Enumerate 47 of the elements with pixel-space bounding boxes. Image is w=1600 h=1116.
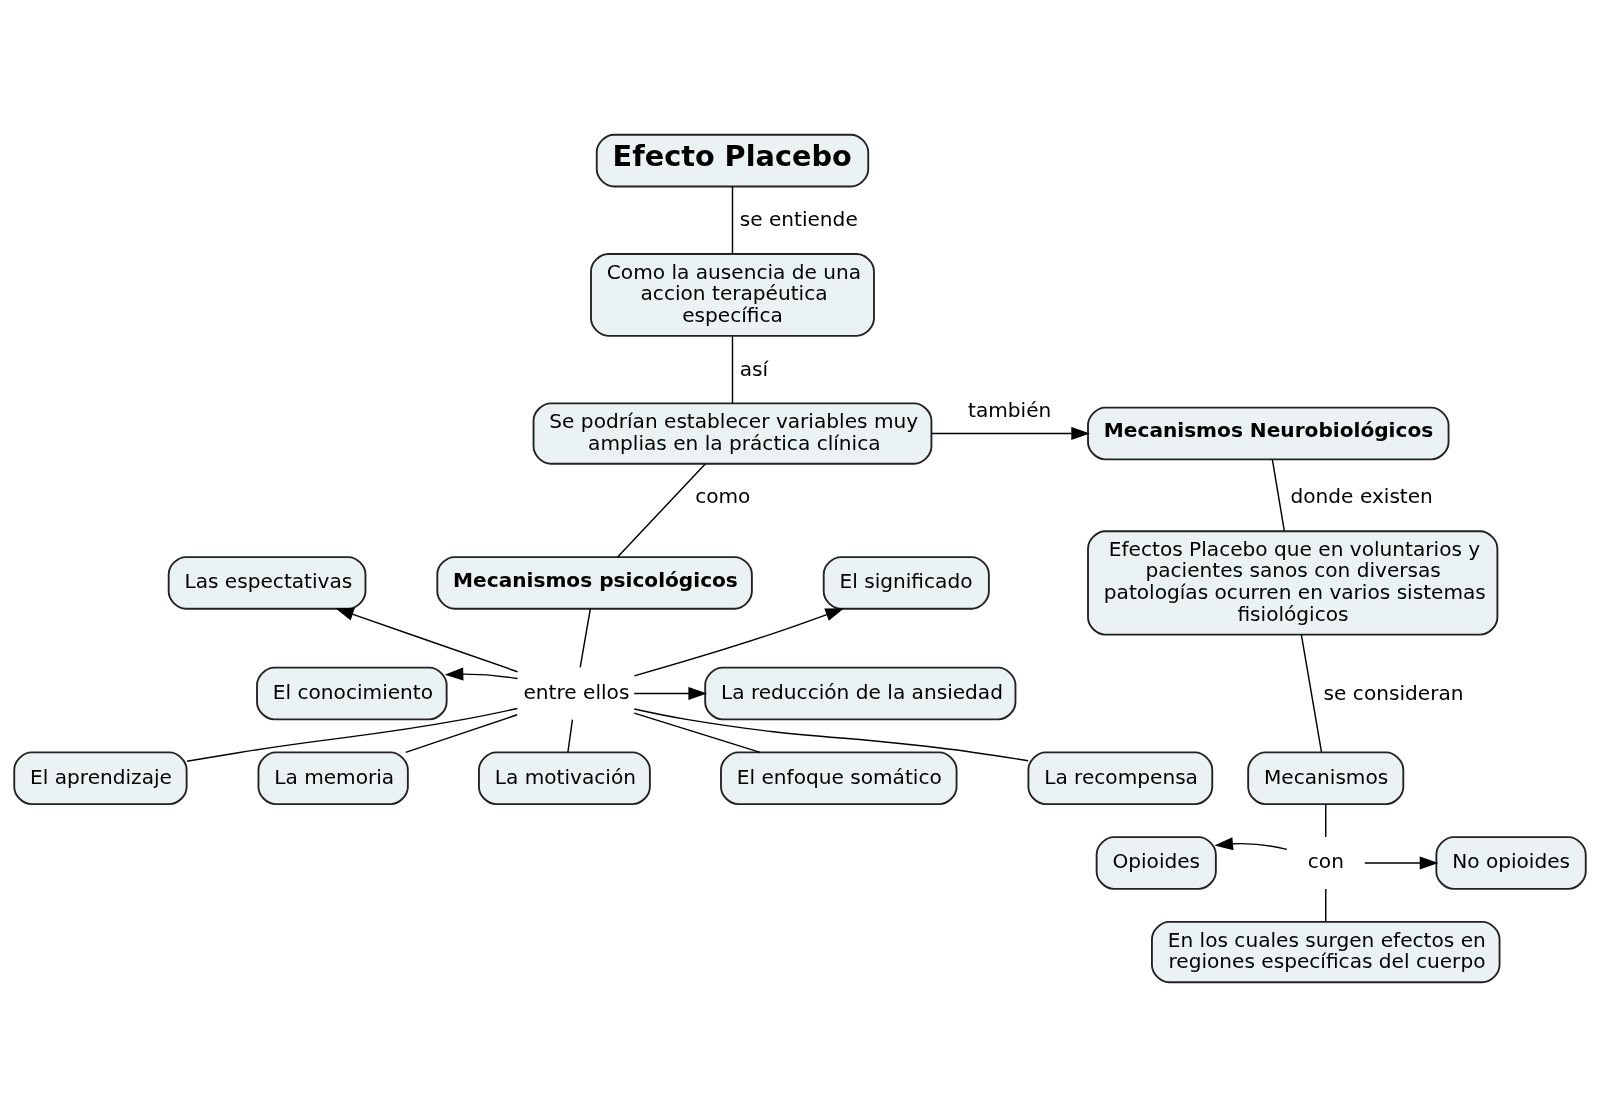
connector — [404, 713, 518, 753]
connector — [731, 185, 734, 255]
connector — [186, 707, 519, 762]
node-box: Las espectativas — [167, 555, 367, 610]
node-box: Mecanismos — [1247, 751, 1405, 805]
node-box: Efectos Placebo que en voluntarios y pacientes sanos con diversas patologías ocurren en varios sistemas fisiológicos — [1087, 529, 1499, 636]
node-box: No opioides — [1435, 835, 1587, 890]
connector — [633, 711, 761, 753]
connector — [567, 718, 574, 753]
node-box: Opioides — [1095, 835, 1217, 890]
node-box: El significado — [822, 555, 990, 610]
node-text: entre ellos — [523, 679, 630, 704]
node-box: Se podrían establecer variables muy amplias en la práctica clínica — [532, 401, 933, 465]
node-box: La memoria — [257, 751, 409, 805]
edge-label: donde existen — [1290, 483, 1433, 508]
edge-label: así — [739, 356, 769, 381]
edge-label: como — [695, 483, 751, 508]
connector — [616, 462, 706, 558]
connector — [731, 334, 734, 404]
node-box: En los cuales surgen efectos en regiones específicas del cuerpo — [1151, 920, 1501, 983]
node-box: Como la ausencia de una accion terapéutica específica — [590, 252, 875, 337]
node-box: La motivación — [478, 751, 651, 805]
connector — [1300, 633, 1323, 753]
arrow — [633, 607, 845, 677]
edge-label: se entiende — [739, 206, 858, 231]
connector — [1325, 887, 1327, 922]
connector — [1271, 458, 1285, 532]
node-box: Mecanismos psicológicos — [436, 555, 753, 610]
arrow — [930, 426, 1090, 440]
arrow — [335, 607, 519, 672]
node-box: El enfoque somático — [720, 751, 958, 805]
node-box: La reducción de la ansiedad — [704, 666, 1017, 720]
node-box: La recompensa — [1027, 751, 1214, 805]
edge-label: se consideran — [1323, 680, 1464, 705]
node-box: Efecto Placebo — [595, 133, 870, 187]
node-box: Mecanismos Neurobiológicos — [1087, 406, 1450, 460]
arrow — [444, 667, 519, 681]
connector — [579, 607, 592, 668]
connector — [633, 707, 1029, 761]
node-box: El aprendizaje — [13, 751, 188, 805]
edge-label: también — [968, 397, 1052, 422]
arrow — [633, 686, 708, 700]
arrow — [1214, 836, 1288, 850]
node-text: con — [1307, 848, 1344, 873]
connector — [1325, 803, 1327, 838]
arrow — [1364, 856, 1439, 870]
node-box: El conocimiento — [256, 666, 448, 720]
